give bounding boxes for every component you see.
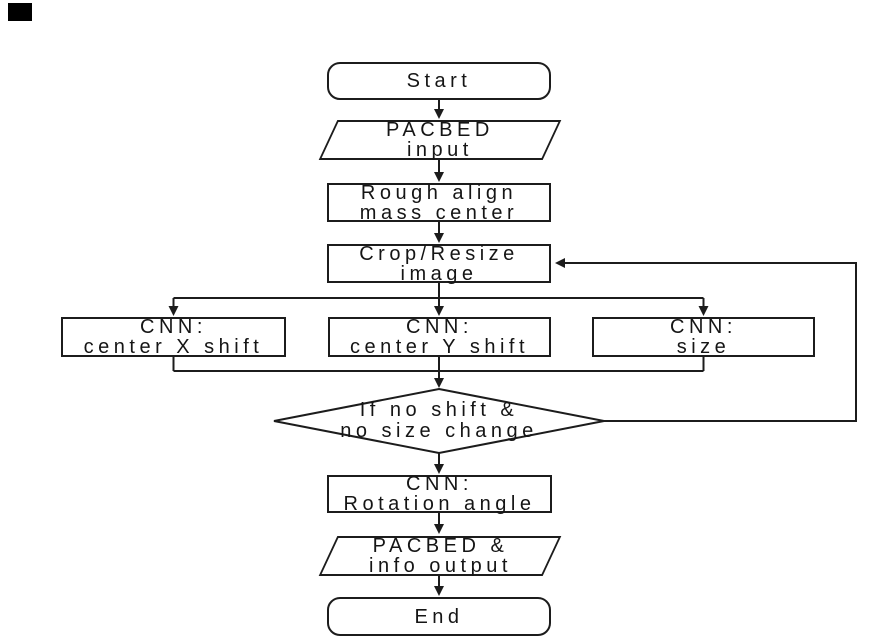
rough-align-box: Rough align mass center [327, 183, 551, 223]
end-terminator: End [327, 597, 551, 636]
pacbed-input-parallelogram: PACBED input [318, 119, 562, 161]
feedback-loop-decision-to-crop [555, 258, 857, 422]
start-terminator: Start [327, 62, 551, 100]
cnn-size-box: CNN: size [592, 317, 815, 357]
start-label: Start [406, 70, 472, 92]
pacbed-input-label: PACBED input [386, 119, 494, 161]
decision-diamond-label: If no shift & no size change [340, 399, 538, 442]
decision-diamond [273, 387, 605, 455]
cnn-center-y-box: CNN: center Y shift [328, 317, 551, 357]
pacbed-output-label: PACBED & info output [368, 535, 512, 577]
cnn-center-x-box: CNN: center X shift [61, 317, 286, 357]
pacbed-output-parallelogram: PACBED & info output [318, 535, 562, 577]
crop-resize-box: Crop/Resize image [327, 244, 551, 284]
end-label: End [414, 605, 464, 628]
cnn-rotation-box: CNN: Rotation angle [327, 474, 552, 514]
corner-mark [8, 3, 32, 21]
